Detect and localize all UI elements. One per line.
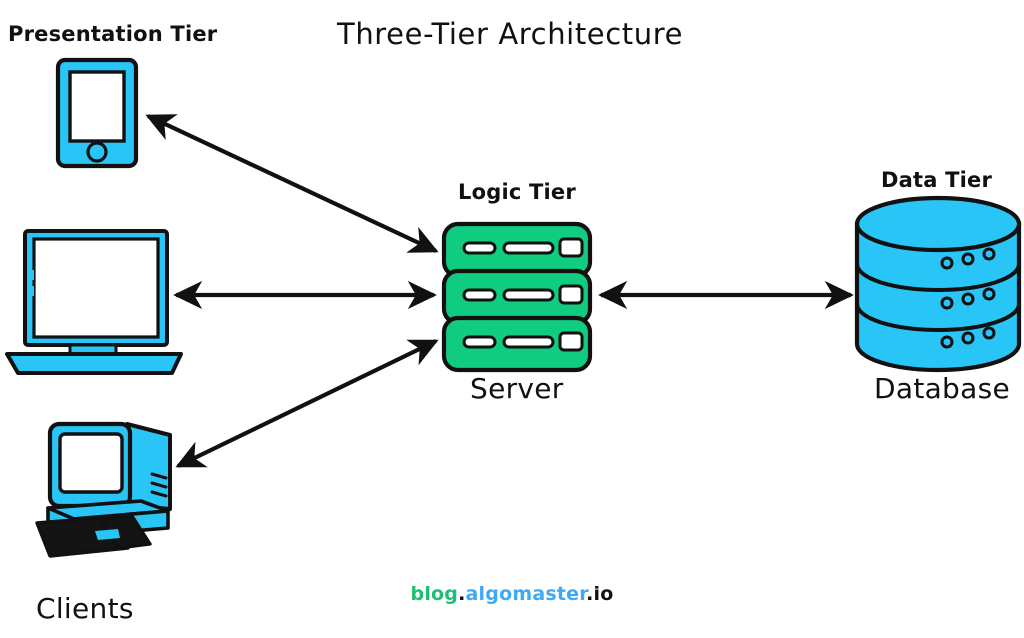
watermark-algomaster: algomaster [465,583,587,605]
database-disc-dots [940,247,996,270]
logic-tier-label: Logic Tier [458,180,576,204]
presentation-tier-label: Presentation Tier [8,22,218,46]
connection-arrows [145,114,854,468]
desktop-computer-icon [35,421,172,558]
database-disc-dots [940,326,996,349]
database-cylinder-icon [854,195,1022,373]
database-disc-dots [940,287,996,310]
server-label: Server [470,372,564,405]
mobile-phone-icon [55,57,139,169]
data-tier-label: Data Tier [881,168,993,192]
server-rack-icon [441,221,593,373]
diagram-title: Three-Tier Architecture [337,17,684,51]
watermark-io: .io [586,583,614,605]
watermark-dot: . [458,583,466,605]
laptop-icon [5,229,183,375]
server-unit [441,221,593,279]
arrow-desktop-server [175,339,439,468]
watermark-blog: blog [410,583,459,605]
server-unit [441,315,593,373]
server-unit [441,268,593,326]
clients-label: Clients [36,592,134,625]
arrow-phone-server [145,114,439,253]
watermark: blog.algomaster.io [0,583,1024,605]
database-label: Database [874,372,1011,405]
